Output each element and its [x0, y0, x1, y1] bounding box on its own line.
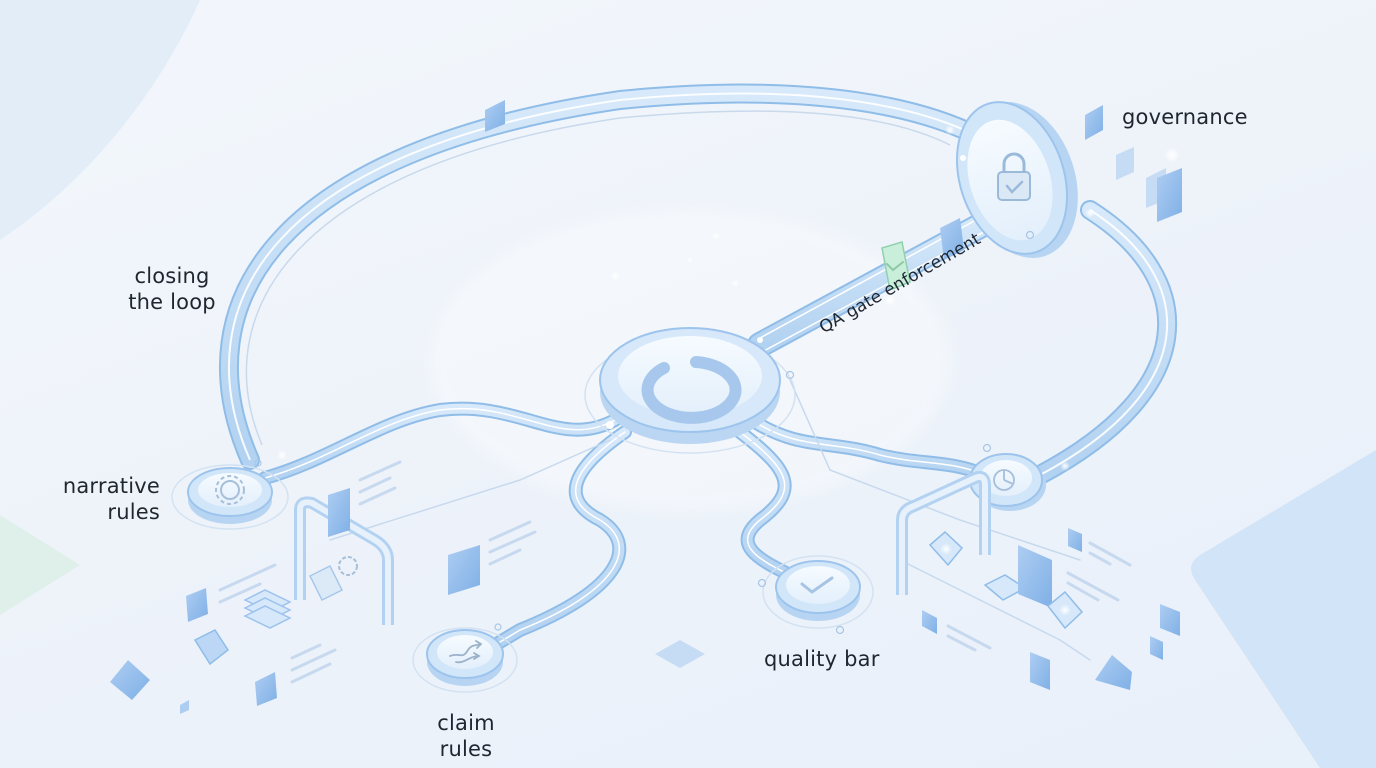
narrative-rules-node[interactable] [171, 459, 289, 530]
governance-node[interactable] [938, 87, 1097, 273]
label-claim-rules: claim rules [437, 711, 495, 761]
label-governance: governance [1122, 105, 1248, 129]
sparkles [277, 125, 1095, 471]
qa-gate-tokens [881, 218, 964, 306]
check-shield-icon [881, 241, 911, 292]
checkmark-icon [800, 576, 834, 594]
label-narrative-rules: narrative rules [62, 474, 160, 524]
quality-bar-node[interactable] [757, 555, 874, 635]
governance-tiles [485, 100, 1182, 668]
pie-chart-icon [993, 469, 1015, 491]
label-quality-bar: quality bar [764, 647, 880, 671]
closing-loop-ring [219, 83, 1177, 485]
ring-progress-icon [641, 356, 742, 424]
label-closing-the-loop: closing the loop [128, 264, 216, 314]
crossing-arrows-icon [449, 640, 483, 664]
lock-check-icon [997, 152, 1031, 201]
gear-icon [215, 475, 245, 505]
narrative-gate [110, 460, 537, 714]
central-hub[interactable] [584, 327, 796, 454]
analytics-gate [896, 470, 1180, 690]
claim-rules-node[interactable] [412, 623, 518, 693]
